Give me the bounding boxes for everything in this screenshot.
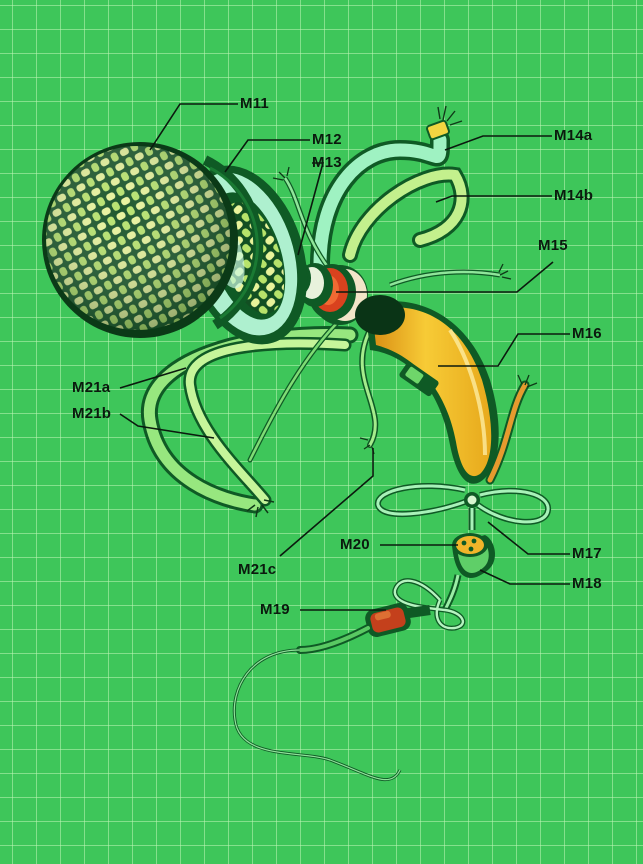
- label-m12: M12: [312, 131, 342, 148]
- label-m14a: M14a: [554, 127, 593, 144]
- label-m21b: M21b: [72, 405, 112, 422]
- cable-m14-loops: [272, 105, 512, 288]
- mesh-grille-m11: [42, 142, 264, 338]
- label-m13: M13: [312, 154, 342, 171]
- label-m11: M11: [240, 95, 269, 112]
- label-m20: M20: [340, 536, 370, 553]
- leader-m18: [479, 569, 570, 585]
- label-m21a: M21a: [72, 379, 111, 396]
- leader-m21b: [119, 413, 215, 439]
- leader-m21a: [119, 367, 187, 389]
- leader-m14b: [435, 195, 552, 203]
- leader-m12: [224, 139, 310, 173]
- handle-body-m16: [365, 301, 499, 484]
- label-m16: M16: [572, 325, 602, 342]
- leader-lines: [119, 103, 570, 611]
- leader-m11: [149, 103, 238, 151]
- label-m21c: M21c: [238, 561, 277, 578]
- leader-m15: [336, 261, 554, 293]
- leader-m17: [487, 521, 570, 555]
- cable-m21-loops: [140, 317, 379, 518]
- leader-m16: [438, 333, 570, 367]
- label-m18: M18: [572, 575, 602, 592]
- leader-m13: [297, 162, 325, 256]
- leader-m21c: [279, 448, 374, 557]
- label-m14b: M14b: [554, 187, 594, 204]
- label-m19: M19: [260, 601, 290, 618]
- xlr-plug-m18-m20: [392, 533, 496, 631]
- jack-plug-m19: [232, 603, 431, 781]
- clip-loops-m17: [375, 374, 551, 530]
- label-m17: M17: [572, 545, 602, 562]
- label-m15: M15: [538, 237, 568, 254]
- leader-m14a: [444, 135, 552, 151]
